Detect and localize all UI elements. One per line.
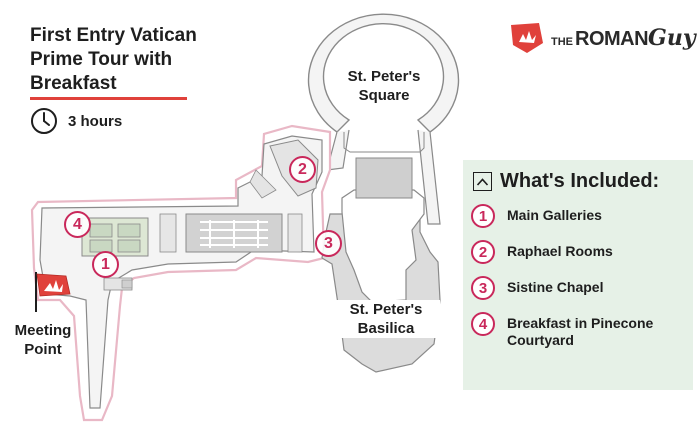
- whats-included-header[interactable]: What's Included:: [473, 170, 659, 193]
- chevron-up-icon[interactable]: [473, 172, 492, 191]
- whats-included-panel: What's Included: 1 Main Galleries 2 Raph…: [463, 160, 693, 390]
- st-peters-square: [307, 13, 460, 225]
- brand-guy: Guy: [648, 25, 696, 51]
- list-item: 2 Raphael Rooms: [471, 240, 691, 264]
- clock-icon: [31, 108, 57, 134]
- brand-flag-icon: [511, 23, 543, 53]
- item-label: Breakfast in Pinecone Courtyard: [507, 315, 654, 348]
- duration-text: 3 hours: [68, 112, 123, 130]
- item-label: Main Galleries: [507, 207, 602, 223]
- map-marker-1[interactable]: 1: [92, 251, 119, 278]
- brand-logo[interactable]: THE ROMAN Guy: [509, 20, 696, 56]
- item-number: 4: [471, 312, 495, 336]
- item-number: 3: [471, 276, 495, 300]
- item-label: Raphael Rooms: [507, 243, 613, 259]
- list-item: 3 Sistine Chapel: [471, 276, 691, 300]
- list-item: 4 Breakfast in Pinecone Courtyard: [471, 312, 691, 349]
- title-underline: [30, 97, 187, 100]
- meeting-flag-icon: [35, 272, 71, 312]
- label-meeting-point: Meeting Point: [14, 322, 72, 358]
- item-label: Sistine Chapel: [507, 279, 604, 295]
- item-number: 2: [471, 240, 495, 264]
- map-marker-2[interactable]: 2: [289, 156, 316, 183]
- map-marker-4[interactable]: 4: [64, 211, 91, 238]
- label-st-peters-basilica: St. Peter's Basilica: [332, 300, 440, 338]
- brand-wordmark: THE ROMAN Guy: [551, 25, 696, 51]
- item-number: 1: [471, 204, 495, 228]
- included-list: 1 Main Galleries 2 Raphael Rooms 3 Sisti…: [471, 204, 691, 361]
- museum-complex: [30, 124, 332, 422]
- label-st-peters-square: St. Peter's Square: [347, 68, 421, 104]
- brand-the: THE: [551, 36, 573, 48]
- list-item: 1 Main Galleries: [471, 204, 691, 228]
- duration-row: 3 hours: [30, 107, 122, 135]
- tour-title: First Entry Vatican Prime Tour with Brea…: [30, 25, 197, 94]
- map-marker-3[interactable]: 3: [315, 230, 342, 257]
- brand-roman: ROMAN: [575, 28, 649, 50]
- whats-included-title: What's Included:: [500, 170, 660, 192]
